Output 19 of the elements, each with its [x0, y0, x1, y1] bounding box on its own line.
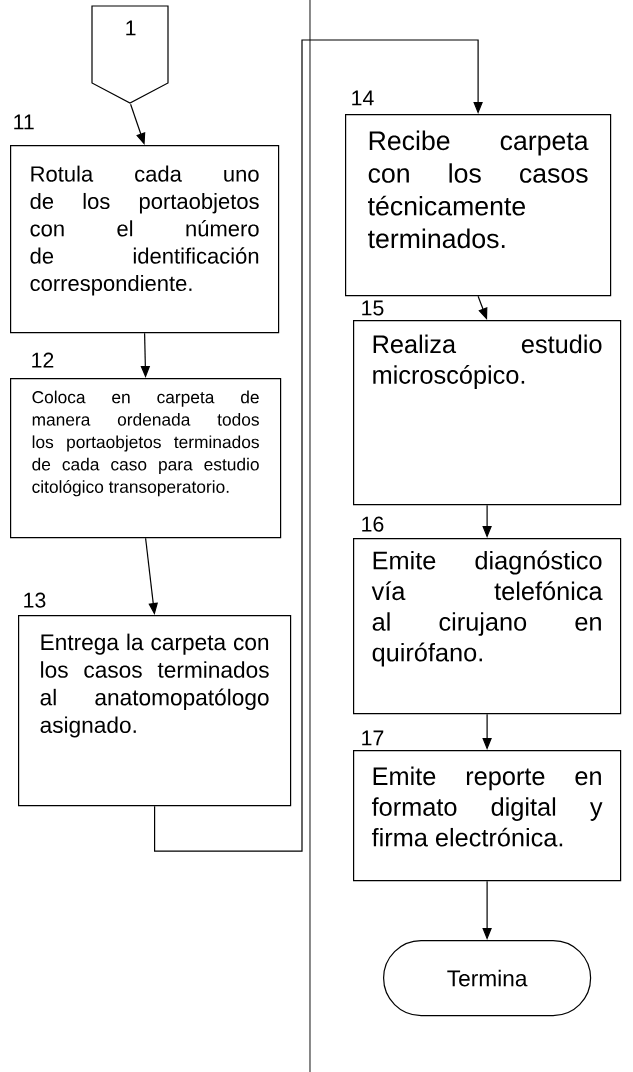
off-page-connector: 1 [91, 5, 169, 104]
step-number: 15 [362, 300, 384, 316]
arrow [477, 295, 488, 320]
process-box: Coloca en carpeta de manera ordenada todos los portaobjetos terminados de cada caso para estudio citológico transoperatorio. [10, 378, 282, 539]
step-number: 17 [362, 730, 384, 746]
arrow [154, 39, 483, 852]
process-box: Recibe carpeta con los casos técnicamente terminados. [345, 114, 612, 297]
terminator: Termina [383, 940, 592, 1017]
step-number: 16 [362, 516, 384, 532]
process-box: Realiza estudio microscópico. [353, 320, 622, 506]
step-number: 13 [24, 592, 46, 608]
process-box: Entrega la carpeta con los casos terminados al anatomopatólogo asignado. [18, 615, 292, 807]
step-number: 14 [352, 90, 374, 106]
process-box: Rotula cada uno de los portaobjetos con el número de identificación correspondiente. [10, 145, 280, 334]
process-box: Emite reporte en formato digital y firma electrónica. [353, 750, 622, 882]
step-number: 11 [14, 114, 34, 130]
step-number: 12 [32, 352, 54, 368]
process-box: Emite diagnóstico vía telefónica al cirujano en quirófano. [353, 538, 622, 715]
arrow [130, 103, 146, 145]
